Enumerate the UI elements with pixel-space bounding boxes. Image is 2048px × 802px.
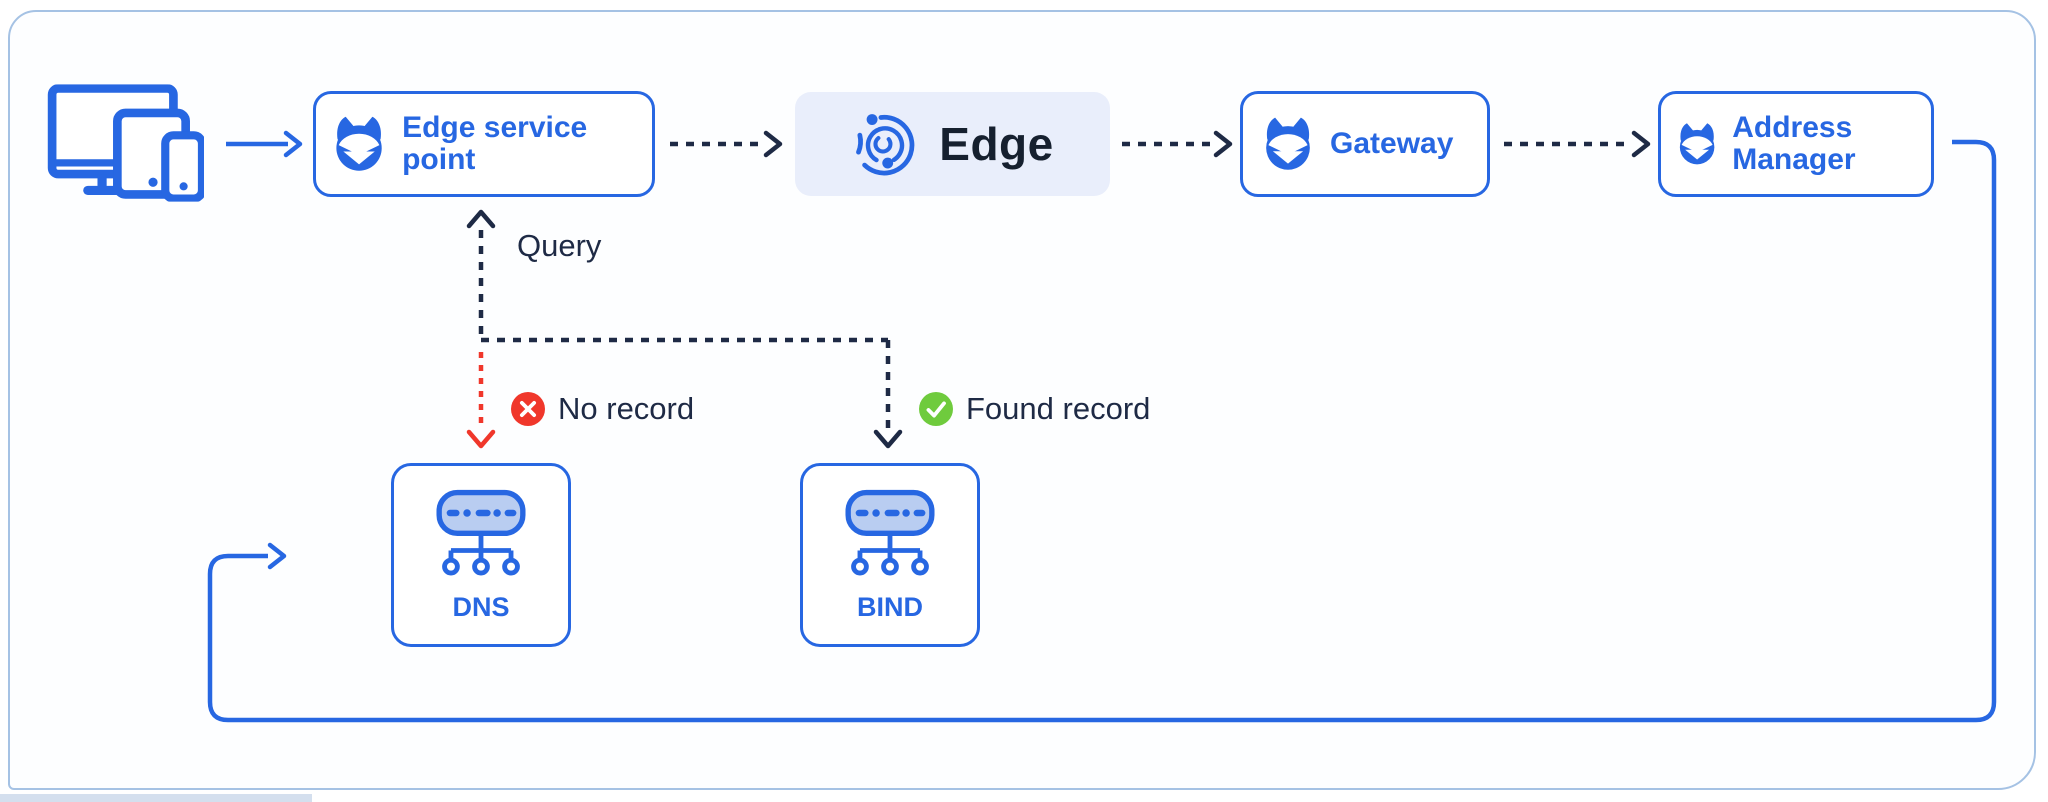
arrowhead-icon	[763, 130, 783, 158]
arrowhead-icon	[1213, 130, 1233, 158]
node-gateway: Gateway	[1240, 91, 1490, 197]
node-label: BIND	[857, 591, 923, 622]
success-check-icon	[919, 392, 953, 426]
server-tree-icon	[831, 488, 949, 583]
node-dns: DNS	[391, 463, 571, 647]
node-label: Edge	[939, 118, 1054, 170]
node-bind: BIND	[800, 463, 980, 647]
arrowhead-icon	[283, 130, 303, 158]
arrowhead-icon	[873, 429, 903, 449]
edge-orbit-icon	[851, 110, 919, 178]
annotation-text: No record	[558, 391, 695, 426]
bluecat-logo-icon	[1675, 116, 1719, 172]
node-label: Edge service point	[402, 111, 588, 176]
server-tree-icon	[422, 488, 540, 583]
node-edge-service-point: Edge service point	[313, 91, 655, 197]
arrowhead-icon	[267, 542, 287, 570]
client-devices-icon	[46, 84, 204, 202]
query-label: Query	[517, 228, 601, 264]
bottom-edge-strip	[0, 794, 312, 802]
client-devices	[46, 84, 204, 202]
no-record-label: No record	[511, 391, 694, 427]
node-address-manager: Address Manager	[1658, 91, 1934, 197]
node-label: DNS	[452, 591, 510, 622]
bluecat-logo-icon	[1260, 116, 1316, 172]
node-label: Address Manager	[1732, 110, 1856, 176]
arrowhead-icon	[466, 209, 496, 229]
node-edge: Edge	[795, 92, 1110, 196]
node-label: Gateway	[1330, 126, 1454, 160]
am-to-dns-loop	[207, 139, 1997, 723]
error-x-icon	[511, 392, 545, 426]
arrowhead-icon	[1631, 130, 1651, 158]
annotation-text: Query	[517, 228, 602, 263]
annotation-text: Found record	[966, 391, 1151, 426]
arrowhead-icon	[466, 429, 496, 449]
found-record-label: Found record	[919, 391, 1150, 427]
bluecat-logo-icon	[330, 113, 388, 175]
